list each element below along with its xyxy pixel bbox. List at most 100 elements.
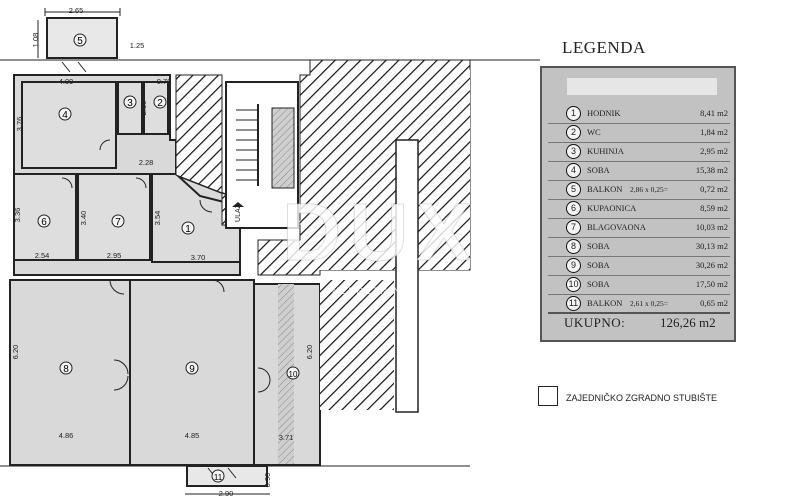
room-label-9: 9 — [189, 364, 195, 375]
dim-balcony-width-2: 1.25 — [130, 41, 145, 50]
legend-divider — [548, 275, 730, 276]
dimension-labels: 2.65 1.08 1.25 4.09 0.78 3.76 2.36 2.28 … — [11, 6, 314, 498]
legend-row: 10 SOBA 17,50 m2 — [548, 277, 730, 293]
room-label-6: 6 — [41, 217, 47, 228]
legend-divider — [548, 180, 730, 181]
room-label-4: 4 — [62, 110, 68, 121]
legend-number: 11 — [566, 296, 581, 311]
dim-room7-width: 2.95 — [107, 251, 122, 260]
room-label-7: 7 — [115, 217, 121, 228]
legend-number: 7 — [566, 220, 581, 235]
legend-number: 2 — [566, 125, 581, 140]
legend-divider — [548, 237, 730, 238]
legend-table: 1 HODNIK 8,41 m2 2 WC 1,84 m2 3 KUHINJA … — [540, 66, 736, 342]
dim-room10-width: 3.71 — [279, 433, 294, 442]
legend-room-name: SOBA — [587, 241, 610, 251]
legend-room-name: BALKON — [587, 184, 623, 194]
dim-room6-width: 2.54 — [35, 251, 50, 260]
room-label-5: 5 — [77, 36, 83, 47]
legend-room-area: 1,84 m2 — [700, 127, 728, 137]
legend-row: 5 BALKON 2,86 x 0,25= 0,72 m2 — [548, 182, 730, 198]
dim-room1-height: 3.54 — [153, 211, 162, 226]
legend-title: LEGENDA — [562, 38, 646, 57]
legend-row: 1 HODNIK 8,41 m2 — [548, 106, 730, 122]
legend-room-name: KUHINJA — [587, 146, 624, 156]
legend-room-name: KUPAONICA — [587, 203, 637, 213]
stairwell-void — [395, 139, 419, 413]
legend-divider — [548, 294, 730, 295]
legend-row: 2 WC 1,84 m2 — [548, 125, 730, 141]
room-3 — [117, 81, 143, 135]
room-4 — [21, 81, 117, 169]
legend-number: 1 — [566, 106, 581, 121]
legend-row: 4 SOBA 15,38 m2 — [548, 163, 730, 179]
total-label: UKUPNO: — [564, 315, 626, 330]
legend-redaction — [567, 78, 717, 95]
legend-row: 6 KUPAONICA 8,59 m2 — [548, 201, 730, 217]
dim-room4-height: 3.76 — [15, 117, 24, 132]
room-2 — [143, 81, 169, 135]
legend-room-name: WC — [587, 127, 601, 137]
dim-balcony-depth: 1.08 — [31, 33, 40, 48]
shared-stairs-label: ZAJEDNIČKO ZGRADNO STUBIŠTE — [566, 393, 718, 403]
dim-room10-height: 6.20 — [305, 345, 314, 360]
legend-room-name: BLAGOVAONA — [587, 222, 646, 232]
dim-room6-height: 3.36 — [13, 208, 22, 223]
dim-balcony11-depth: 0.90 — [263, 473, 272, 488]
watermark: DUX — [281, 187, 480, 279]
total-area: 126,26 m2 — [660, 315, 716, 330]
room-label-3: 3 — [127, 98, 133, 109]
legend-room-area: 17,50 m2 — [695, 279, 728, 289]
stair-flight — [271, 107, 295, 189]
room-label-11: 11 — [214, 473, 223, 482]
legend-number: 9 — [566, 258, 581, 273]
dim-room1-width: 3.70 — [191, 253, 206, 262]
legend-room-area: 10,03 m2 — [695, 222, 728, 232]
legend-divider — [548, 142, 730, 143]
dim-room4-width: 4.09 — [59, 77, 74, 86]
room-labels: 5 4 3 2 6 7 1 8 9 10 11 — [37, 33, 300, 483]
legend-divider — [548, 312, 730, 314]
legend-row: 9 SOBA 30,26 m2 — [548, 258, 730, 274]
legend-divider — [548, 218, 730, 219]
balcony-11-outline — [186, 465, 268, 487]
dim-room2-width: 0.78 — [157, 77, 172, 86]
legend-room-dimension: 2,86 x 0,25= — [630, 185, 668, 194]
legend-room-area: 2,95 m2 — [700, 146, 728, 156]
room-label-1: 1 — [185, 224, 191, 235]
dim-room8-height: 6.20 — [11, 345, 20, 360]
legend-room-area: 0,65 m2 — [700, 298, 728, 308]
legend-divider — [548, 199, 730, 200]
legend-room-area: 8,41 m2 — [700, 108, 728, 118]
legend-divider — [548, 256, 730, 257]
legend-room-name: BALKON — [587, 298, 623, 308]
watermark-subtext: NEKRETNINE — [332, 286, 411, 296]
room-label-8: 8 — [63, 364, 69, 375]
legend-room-name: SOBA — [587, 279, 610, 289]
entrance-arrow — [232, 202, 244, 207]
legend-room-dimension: 2,61 x 0,25= — [630, 299, 668, 308]
dim-room8-width: 4.86 — [59, 431, 74, 440]
legend-number: 4 — [566, 163, 581, 178]
dim-balcony-width: 2.65 — [69, 6, 84, 15]
doors — [61, 61, 271, 479]
dim-room9-width: 4.85 — [185, 431, 200, 440]
dim-balcony11-width: 2.90 — [219, 489, 234, 498]
legend-number: 10 — [566, 277, 581, 292]
room-label-10: 10 — [289, 370, 298, 379]
legend-row: 8 SOBA 30,13 m2 — [548, 239, 730, 255]
legend-number: 6 — [566, 201, 581, 216]
legend-row: 11 BALKON 2,61 x 0,25= 0,65 m2 — [548, 296, 730, 312]
legend-room-name: SOBA — [587, 165, 610, 175]
dim-room3-height: 2.36 — [139, 101, 148, 116]
legend-room-area: 30,26 m2 — [695, 260, 728, 270]
room-label-2: 2 — [157, 98, 163, 109]
legend-room-name: SOBA — [587, 260, 610, 270]
dim-corridor: 2.28 — [139, 158, 154, 167]
legend-number: 5 — [566, 182, 581, 197]
room-10-fill — [278, 284, 294, 464]
legend-room-area: 0,72 m2 — [700, 184, 728, 194]
legend-row: 3 KUHINJA 2,95 m2 — [548, 144, 730, 160]
legend-number: 3 — [566, 144, 581, 159]
